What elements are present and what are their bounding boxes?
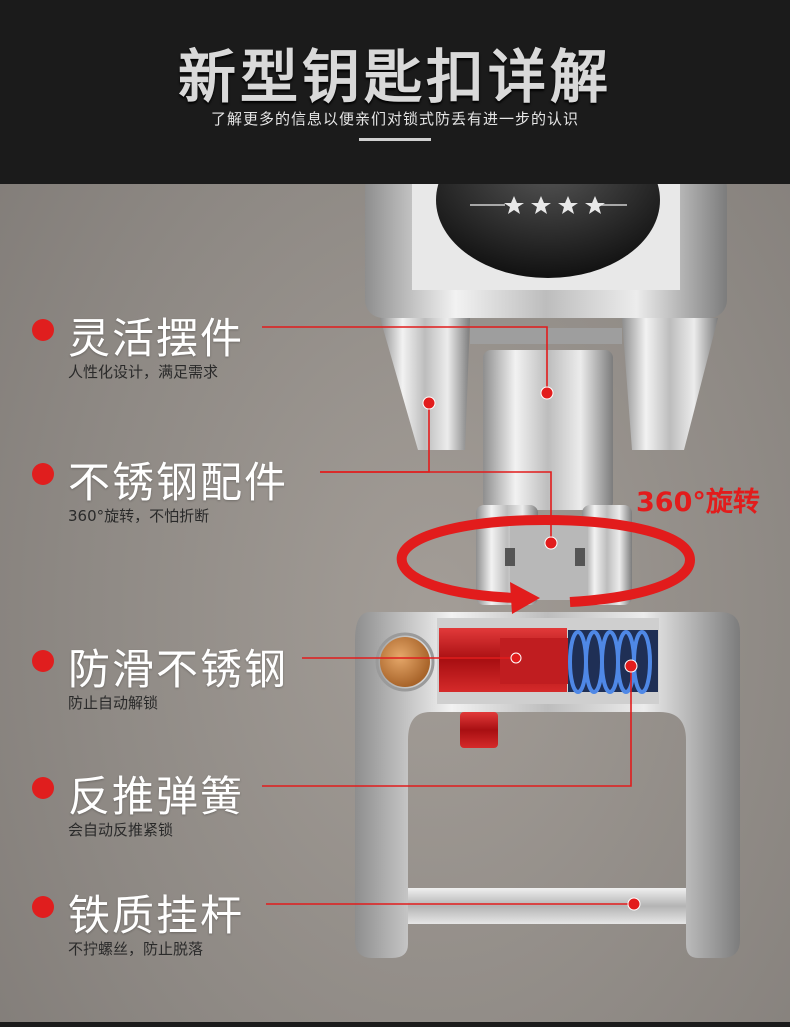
feature-desc: 人性化设计，满足需求 xyxy=(68,363,219,381)
feature-name: 反推弹簧 xyxy=(68,772,245,821)
bullet-dot-icon xyxy=(32,777,54,799)
callout-lines xyxy=(262,326,634,905)
page-subtitle: 了解更多的信息以便亲们对锁式防丢有进一步的认识 xyxy=(210,110,579,128)
feature-desc: 防止自动解锁 xyxy=(68,694,159,712)
rotation-label: 360°旋转 xyxy=(636,487,760,518)
feature-desc: 会自动反推紧锁 xyxy=(68,821,174,839)
feature-name: 不锈钢配件 xyxy=(68,458,289,507)
bullet-dot-icon xyxy=(32,650,54,672)
feature-name: 灵活摆件 xyxy=(68,314,245,363)
bullet-dot-icon xyxy=(32,319,54,341)
swivel-post xyxy=(476,350,632,605)
star-icons xyxy=(504,196,605,214)
feature-desc: 不拧螺丝，防止脱落 xyxy=(68,940,204,958)
bullet-dot-icon xyxy=(32,463,54,485)
header: 新型钥匙扣详解 了解更多的信息以便亲们对锁式防丢有进一步的认识 xyxy=(0,0,790,184)
feature-desc: 360°旋转，不怕折断 xyxy=(68,507,210,525)
rotation-arrow-icon xyxy=(396,514,696,614)
feature-name: 铁质挂杆 xyxy=(68,891,245,940)
bottom-bar xyxy=(0,1022,790,1027)
bullet-dot-icon xyxy=(32,896,54,918)
swivel-fork xyxy=(380,318,718,450)
feature-name: 防滑不锈钢 xyxy=(68,645,289,694)
page-title: 新型钥匙扣详解 xyxy=(177,43,612,111)
callout-dots xyxy=(422,386,641,911)
lock-mechanism xyxy=(375,628,658,748)
title-divider xyxy=(359,138,431,141)
